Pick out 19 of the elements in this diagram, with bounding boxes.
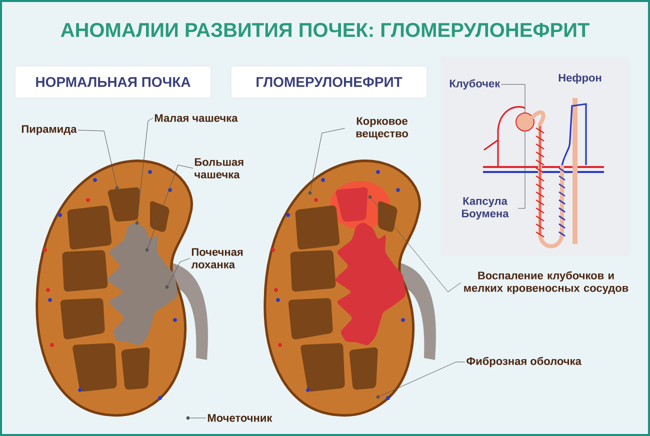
label-text: Фиброзная оболочка — [466, 356, 582, 368]
label-text: Малая чашечка — [154, 114, 238, 122]
heading-tab: ГЛОМЕРУЛОНЕФРИТ — [230, 66, 428, 98]
label-text: Мочеточник — [208, 414, 272, 422]
label-text: Корковое вещество — [356, 117, 408, 140]
leader-line — [501, 84, 526, 113]
glomerulus-circle — [516, 112, 534, 132]
leader-line — [518, 131, 526, 209]
label-text: Почечная лоханка — [191, 248, 243, 268]
label-text: Пирамида — [22, 125, 77, 136]
leader-line — [136, 118, 154, 222]
title: АНОМАЛИИ РАЗВИТИЯ ПОЧЕК: ГЛОМЕРУЛОНЕФРИТ — [60, 22, 590, 38]
label-text: Большая чашечка — [194, 158, 244, 178]
label-text: Капсула Боумена — [462, 197, 509, 220]
leader-line — [168, 258, 190, 286]
label-text: Клубочек — [450, 79, 500, 90]
leader-line — [380, 362, 466, 396]
label-text: Воспаление клубочков и мелких кровеносных сосудов — [464, 271, 628, 294]
heading-tab: НОРМАЛЬНАЯ ПОЧКА — [14, 66, 212, 98]
